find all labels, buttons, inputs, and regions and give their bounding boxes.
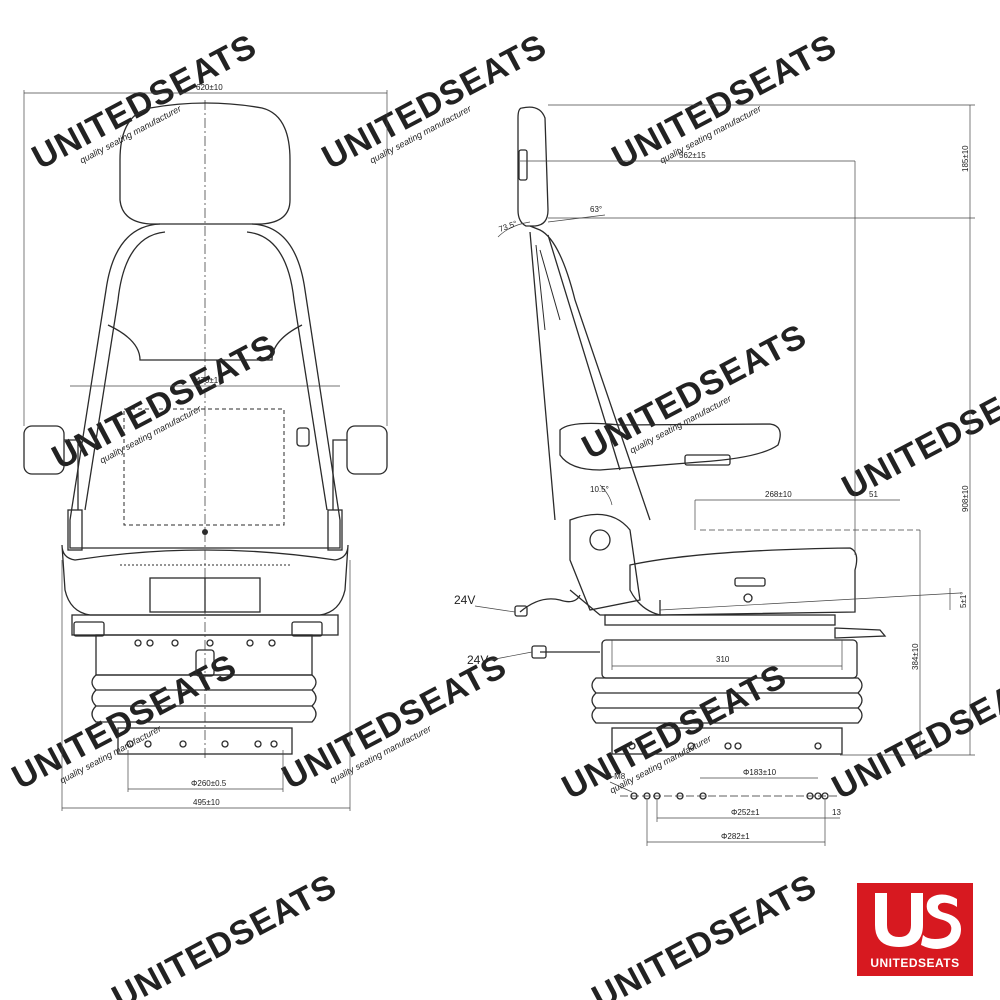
front-armrest-right — [346, 425, 388, 475]
side-headrest — [517, 106, 549, 227]
side-connector-cable-upper — [519, 594, 581, 613]
watermark-brand: UNITEDSEATS — [606, 27, 843, 177]
front-dimension-lines — [23, 90, 388, 811]
watermark-layer: UNITEDSEATS quality seating manufacturer… — [6, 27, 1000, 1000]
watermark-brand: UNITEDSEATS — [826, 657, 1000, 807]
dim-suspension-height: 384±10 — [911, 643, 920, 670]
dim-seat-depth: 268±10 — [765, 490, 792, 499]
dim-mount-span-large: Φ282±1 — [721, 832, 750, 841]
front-view — [23, 100, 388, 760]
side-bellows — [591, 677, 863, 724]
dim-overall-width: 620±10 — [196, 83, 223, 92]
watermark-brand: UNITEDSEATS — [586, 867, 823, 1000]
logo-us-mark-icon — [875, 893, 961, 949]
watermark-brand: UNITEDSEATS — [836, 357, 1000, 507]
side-suspension-top — [601, 639, 858, 679]
front-lumbar-knob — [296, 427, 310, 447]
front-backrest — [69, 223, 341, 549]
dim-base-width: 495±10 — [193, 798, 220, 807]
side-dimension-lines — [474, 104, 975, 846]
connector-label-lower: 24V — [467, 653, 488, 667]
dim-overall-height: 908±10 — [961, 485, 970, 512]
connector-label-upper: 24V — [454, 593, 475, 607]
dim-seat-tilt-angle: 10.5° — [590, 485, 609, 494]
front-lumbar-area — [123, 408, 285, 526]
watermark-brand: UNITEDSEATS — [46, 327, 283, 477]
side-pivot — [589, 529, 611, 551]
dim-base-mount-spacing: Φ260±0.5 — [191, 779, 227, 788]
side-base — [611, 727, 843, 755]
dim-backrest-tilt: 73.5° — [498, 219, 519, 234]
dim-cushion-offset: 51 — [869, 490, 878, 499]
watermark-brand: UNITEDSEATS — [106, 867, 343, 1000]
dim-base-length: 310 — [716, 655, 730, 664]
dim-mount-span-medium: Φ252±1 — [731, 808, 760, 817]
front-chest-panel — [107, 324, 303, 361]
side-backrest — [529, 225, 651, 521]
front-backrest-inner — [84, 231, 328, 511]
dim-backrest-angle: 63° — [590, 205, 602, 214]
dim-cushion-tilt: 5±1° — [959, 592, 968, 609]
logo-text: UNITEDSEATS — [870, 956, 960, 970]
dim-seat-width: 470±10 — [196, 376, 223, 385]
watermark-brand: UNITEDSEATS — [26, 27, 263, 177]
front-armrest-left — [23, 425, 65, 475]
watermark-brand: UNITEDSEATS — [556, 657, 793, 807]
dim-headrest-height: 185±10 — [961, 145, 970, 172]
dim-mount-span-small: Φ183±10 — [743, 768, 777, 777]
dim-edge-offset: 13 — [832, 808, 841, 817]
side-armrest — [559, 422, 781, 471]
side-view — [514, 106, 887, 800]
dim-headrest-reach: 562±15 — [679, 151, 706, 160]
side-seat-cushion — [629, 547, 858, 616]
front-headrest — [119, 102, 291, 225]
front-bellows — [91, 674, 317, 723]
unitedseats-logo: UNITEDSEATS — [857, 883, 973, 976]
dim-mount-bolts: 6-M8 — [607, 772, 626, 781]
